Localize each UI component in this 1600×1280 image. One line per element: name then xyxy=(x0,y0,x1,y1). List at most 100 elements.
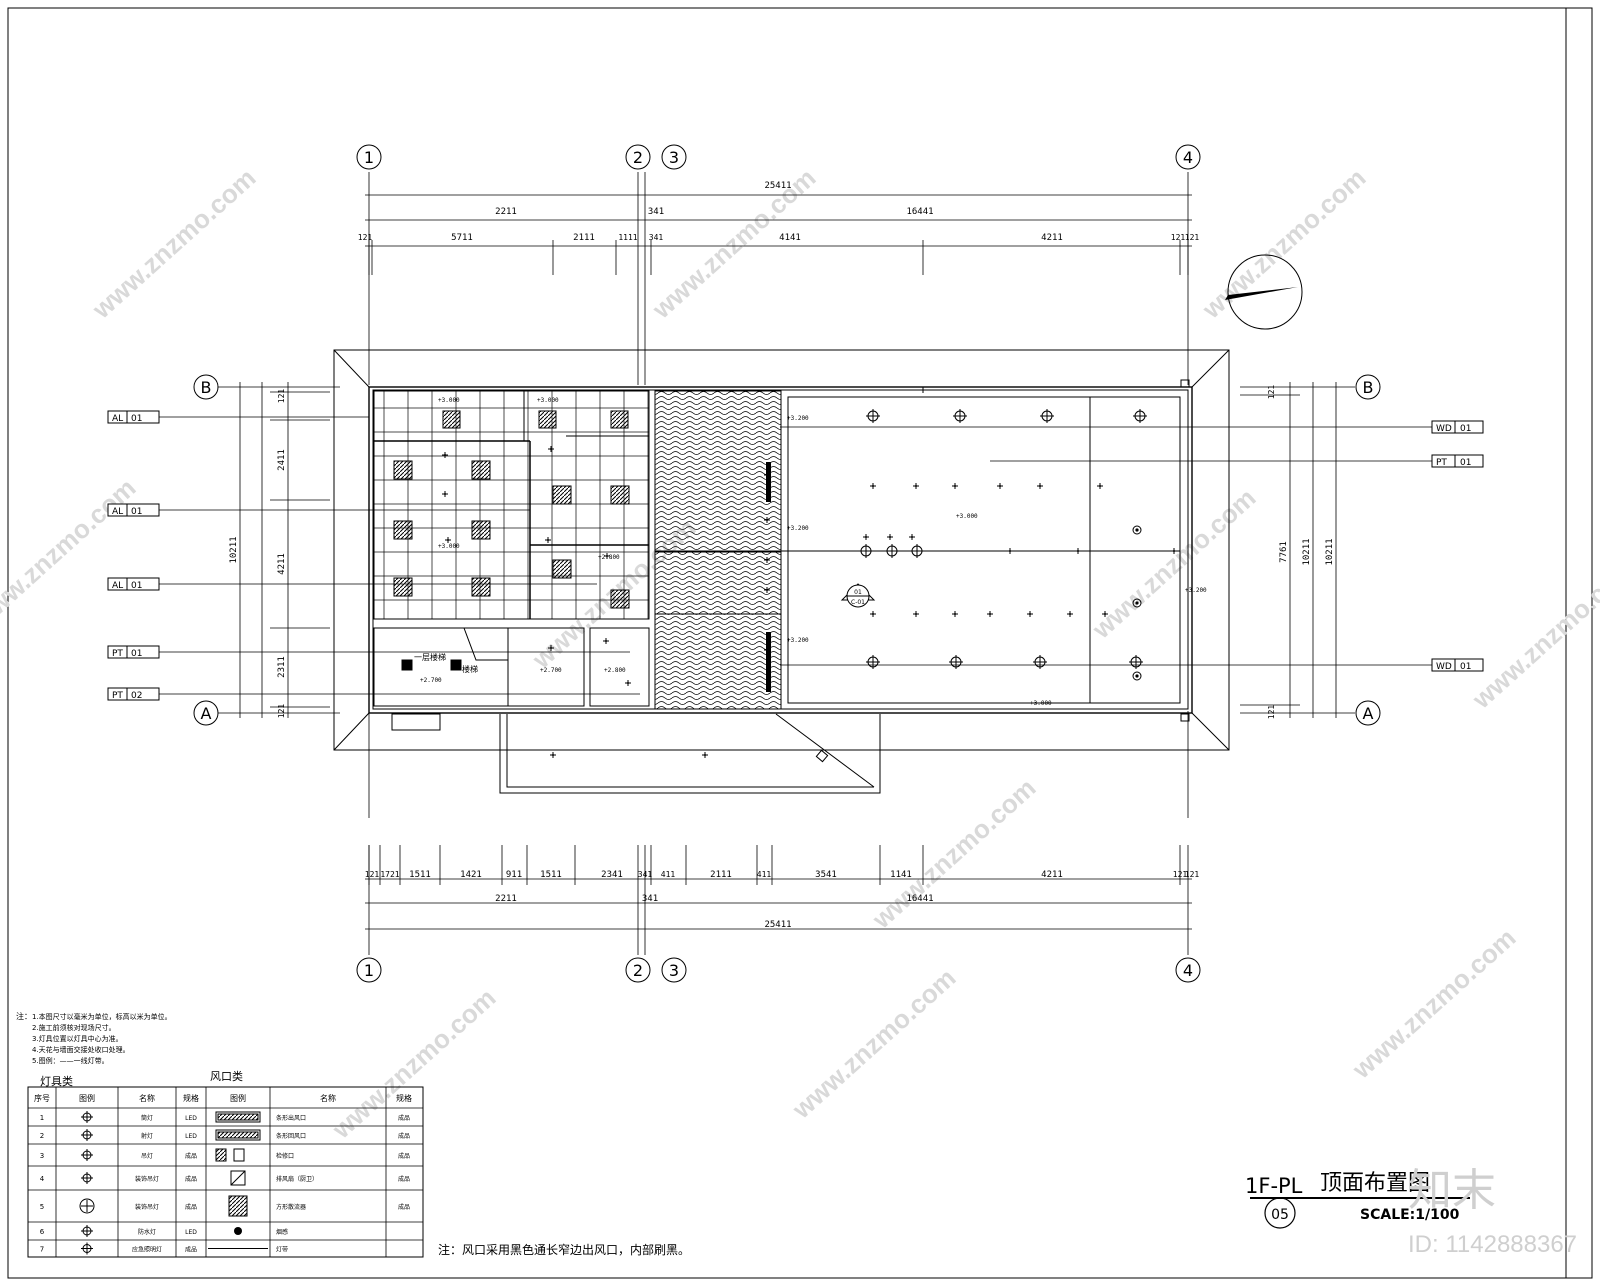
spotlight-icon xyxy=(548,645,554,651)
dim-top-d2: 5711 xyxy=(451,233,473,243)
wood-ceiling-strip xyxy=(654,390,782,710)
dimension-right xyxy=(1240,382,1337,718)
spotlight-icon xyxy=(603,638,609,644)
svg-text:AL: AL xyxy=(112,507,123,517)
watermark-text: www.znzmo.com xyxy=(86,162,262,324)
svg-text:图例: 图例 xyxy=(230,1093,246,1103)
dim-left-4: 2311 xyxy=(277,656,287,678)
pendant-light-icon xyxy=(1040,409,1054,423)
svg-text:+3.000: +3.000 xyxy=(956,513,978,520)
north-arrow-icon xyxy=(1225,254,1303,330)
svg-text:+2.700: +2.700 xyxy=(420,677,442,684)
svg-text:筒灯: 筒灯 xyxy=(141,1114,153,1122)
svg-text:PT: PT xyxy=(112,691,123,701)
spotlight-icon xyxy=(442,452,448,458)
material-tag-left: AL 01 xyxy=(107,410,369,424)
spotlight-icon xyxy=(604,553,610,559)
vent-icon xyxy=(815,749,829,763)
dim-left-3: 4211 xyxy=(277,553,287,575)
grid-bubble-col-3-bottom: 3 xyxy=(661,957,687,983)
brand-id-text: ID: 1142888367 xyxy=(1408,1231,1577,1258)
dim-top-d1: 121 xyxy=(358,233,373,242)
pendant-light-icon xyxy=(1033,655,1047,669)
spotlight-icon xyxy=(863,534,869,540)
grid-bubble-col-2-bottom: 2 xyxy=(625,957,651,983)
dim-top-d8: 121 xyxy=(1171,233,1186,242)
dim-bot-mid-3: 16441 xyxy=(906,894,933,904)
svg-text:01: 01 xyxy=(1460,662,1471,672)
dim-bot-d12: 3541 xyxy=(815,870,837,880)
svg-text:5: 5 xyxy=(40,1203,44,1211)
spotlight-icon xyxy=(987,611,993,617)
dim-bot-d15: 121 xyxy=(1173,870,1188,879)
dim-bot-d6: 1511 xyxy=(540,870,562,880)
svg-text:AL: AL xyxy=(112,581,123,591)
svg-text:图例: 图例 xyxy=(79,1093,95,1103)
brand-logo-text: 知末 xyxy=(1408,1166,1496,1215)
dim-right-total-2: 10211 xyxy=(1325,538,1335,565)
watermark-text: www.znzmo.com xyxy=(786,962,962,1124)
svg-text:规格: 规格 xyxy=(396,1093,412,1103)
spotlight-icon xyxy=(997,483,1003,489)
svg-text:1: 1 xyxy=(40,1114,44,1122)
dim-bot-total: 25411 xyxy=(764,920,791,930)
svg-text:LED: LED xyxy=(185,1115,197,1122)
svg-text:2.施工前须核对现场尺寸。: 2.施工前须核对现场尺寸。 xyxy=(32,1023,116,1032)
svg-text:02: 02 xyxy=(131,691,142,701)
svg-text:3: 3 xyxy=(669,961,679,980)
svg-text:AL: AL xyxy=(112,414,123,424)
svg-text:01: 01 xyxy=(131,507,142,517)
legend-group-lighting: 灯具类 xyxy=(40,1074,73,1088)
svg-text:+2.800: +2.800 xyxy=(604,667,626,674)
watermark-text: www.znzmo.com xyxy=(1086,482,1262,644)
title-block: 1F-PL 顶面布置图 05 SCALE:1/100 xyxy=(1245,1171,1470,1229)
svg-text:+3.200: +3.200 xyxy=(787,415,809,422)
svg-text:防水灯: 防水灯 xyxy=(138,1228,156,1236)
svg-text:4: 4 xyxy=(1183,961,1193,980)
svg-text:成品: 成品 xyxy=(398,1203,410,1211)
svg-text:LED: LED xyxy=(185,1133,197,1140)
dim-right-total-1: 10211 xyxy=(1302,538,1312,565)
dim-right-1: 121 xyxy=(1267,385,1276,400)
dimension-top xyxy=(365,194,1192,275)
spotlight-icon xyxy=(887,534,893,540)
svg-text:名称: 名称 xyxy=(139,1093,155,1103)
svg-text:成品: 成品 xyxy=(398,1152,410,1160)
watermark-text: www.znzmo.com xyxy=(1466,552,1600,714)
dim-top-d6: 4141 xyxy=(779,233,801,243)
pendant-light-icon xyxy=(953,409,967,423)
svg-text:C-01: C-01 xyxy=(851,599,865,606)
watermark-text: www.znzmo.com xyxy=(1196,162,1372,324)
grid-bubble-col-3-top: 3 xyxy=(661,144,687,170)
dim-bot-mid-1: 2211 xyxy=(495,894,517,904)
svg-text:01: 01 xyxy=(131,414,142,424)
label-stair-2: 楼梯 xyxy=(462,664,478,674)
svg-text:成品: 成品 xyxy=(398,1132,410,1140)
vent-icon xyxy=(1180,713,1190,722)
lower-rooms xyxy=(373,627,650,707)
svg-text:01: 01 xyxy=(854,589,862,596)
svg-text:1: 1 xyxy=(364,961,374,980)
watermark-text: www.znzmo.com xyxy=(646,162,822,324)
spotlight-icon xyxy=(1075,548,1081,554)
svg-text:+2.700: +2.700 xyxy=(540,667,562,674)
svg-text:序号: 序号 xyxy=(34,1093,50,1103)
svg-text:B: B xyxy=(1363,378,1374,397)
svg-text:3.灯具位置以灯具中心为准。: 3.灯具位置以灯具中心为准。 xyxy=(32,1034,123,1043)
dim-top-mid-3: 16441 xyxy=(906,207,933,217)
svg-text:方形散流器: 方形散流器 xyxy=(276,1203,306,1211)
svg-text:LED: LED xyxy=(185,1229,197,1236)
legend-symbol-icon xyxy=(79,1198,95,1214)
svg-text:装饰吊灯: 装饰吊灯 xyxy=(135,1175,159,1183)
dim-bot-d2: 1721 xyxy=(380,870,399,879)
pendant-light-icon xyxy=(949,655,963,669)
spotlight-icon xyxy=(1097,483,1103,489)
spotlight-icon xyxy=(764,557,770,563)
dim-top-mid-1: 2211 xyxy=(495,207,517,217)
svg-text:4: 4 xyxy=(1183,148,1193,167)
svg-text:+3.000: +3.000 xyxy=(1030,700,1052,707)
svg-text:装饰吊灯: 装饰吊灯 xyxy=(135,1203,159,1211)
